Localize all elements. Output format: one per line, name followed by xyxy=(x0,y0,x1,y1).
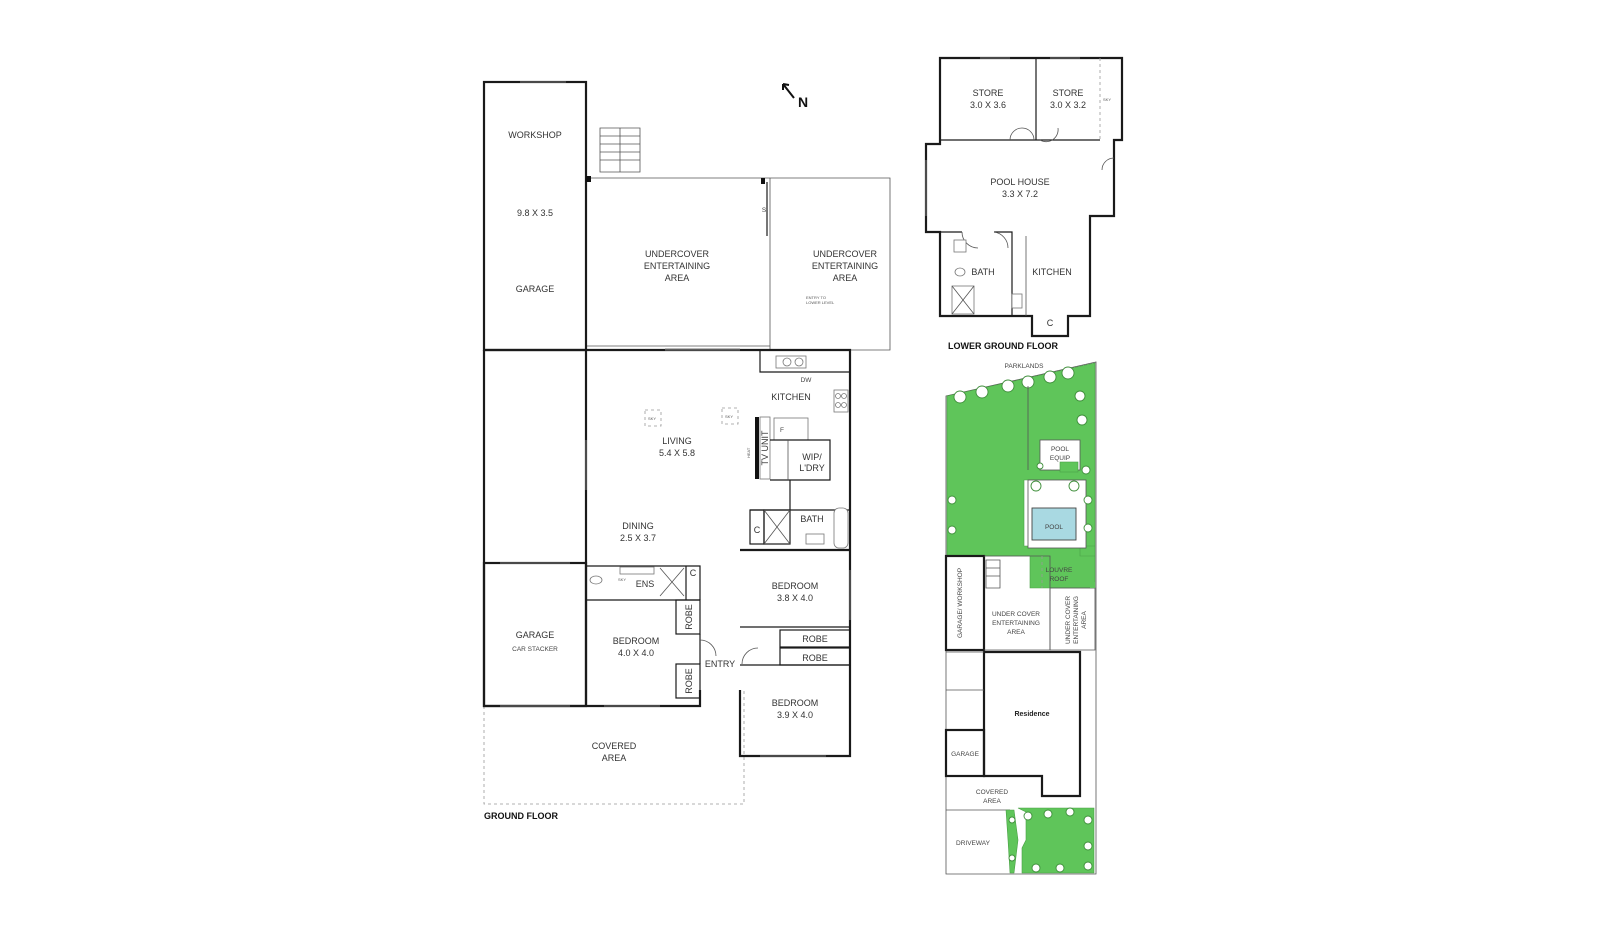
site-driveway: DRIVEWAY xyxy=(956,840,991,847)
stairs-icon xyxy=(599,127,641,173)
s-mark: S xyxy=(762,207,767,214)
sky-label-1: SKY xyxy=(648,416,656,421)
sky-label-3: SKY xyxy=(618,577,626,582)
front-tree-icons xyxy=(1008,807,1093,873)
lg-room-store-1-dims: 3.0 X 3.6 xyxy=(970,100,1006,110)
ground-floor-title: GROUND FLOOR xyxy=(484,811,558,821)
lg-room-store-2: STORE xyxy=(1053,88,1084,98)
tv-unit-label: TV UNIT xyxy=(760,430,770,466)
lower-ground-floor-title: LOWER GROUND FLOOR xyxy=(948,341,1058,351)
site-under-cover-v2: ENTERTAINING xyxy=(1073,596,1080,644)
room-undercover-2-l3: AREA xyxy=(833,273,858,283)
lg-room-store-1: STORE xyxy=(973,88,1004,98)
room-garage-front: GARAGE xyxy=(516,630,555,640)
site-covered-l2: AREA xyxy=(983,798,1001,805)
room-undercover-1-l1: UNDERCOVER xyxy=(645,249,710,259)
robe-label-1: ROBE xyxy=(684,604,694,630)
lower-ground-floor-plan xyxy=(924,56,1124,338)
lg-room-kitchen: KITCHEN xyxy=(1032,267,1072,277)
site-under-cover-l2: ENTERTAINING xyxy=(992,620,1040,627)
robe-label-2: ROBE xyxy=(684,668,694,694)
room-workshop-dims: 9.8 X 3.5 xyxy=(517,208,553,218)
cupboard-label-2: C xyxy=(690,568,697,578)
north-arrow-icon xyxy=(782,83,795,99)
site-louvre-l2: ROOF xyxy=(1050,576,1069,583)
room-wip-l2: L'DRY xyxy=(799,463,825,473)
site-garage: GARAGE xyxy=(951,751,979,758)
stairs-note-l2: LOWER LEVEL xyxy=(806,300,835,305)
room-workshop: WORKSHOP xyxy=(508,130,562,140)
lg-cupboard-label: C xyxy=(1047,318,1054,328)
room-wip-l1: WIP/ xyxy=(802,452,822,462)
site-pool-equip-l2: EQUIP xyxy=(1050,455,1070,462)
robe-label-4: ROBE xyxy=(802,653,828,663)
site-under-cover-v3: AREA xyxy=(1081,610,1088,628)
room-entry: ENTRY xyxy=(705,659,735,669)
site-under-cover-l1: UNDER COVER xyxy=(992,611,1040,618)
room-kitchen: KITCHEN xyxy=(771,392,811,402)
room-bedroom-3: BEDROOM xyxy=(772,698,819,708)
room-undercover-1-l2: ENTERTAINING xyxy=(644,261,710,271)
car-stacker-label: CAR STACKER xyxy=(512,646,558,653)
room-garage-back: GARAGE xyxy=(516,284,555,294)
room-dining: DINING xyxy=(622,521,654,531)
cupboard-label-1: C xyxy=(754,525,761,535)
fridge-label: F xyxy=(780,427,784,434)
site-under-cover-v1: UNDER COVER xyxy=(1065,596,1072,644)
room-undercover-1-l3: AREA xyxy=(665,273,690,283)
site-under-cover-l3: AREA xyxy=(1007,629,1025,636)
room-undercover-2-l2: ENTERTAINING xyxy=(812,261,878,271)
room-bath: BATH xyxy=(800,514,823,524)
room-bedroom-2-dims: 4.0 X 4.0 xyxy=(618,648,654,658)
north-label: N xyxy=(798,94,808,110)
site-louvre-l1: LOUVRE xyxy=(1046,567,1073,574)
lg-sky-label: SKY xyxy=(1103,97,1111,102)
lg-room-store-2-dims: 3.0 X 3.2 xyxy=(1050,100,1086,110)
room-bedroom-1-dims: 3.8 X 4.0 xyxy=(777,593,813,603)
room-bedroom-3-dims: 3.9 X 4.0 xyxy=(777,710,813,720)
stairs-note-l1: ENTRY TO xyxy=(806,295,826,300)
sky-label-2: SKY xyxy=(725,414,733,419)
ground-floor-plan xyxy=(482,80,891,805)
room-dining-dims: 2.5 X 3.7 xyxy=(620,533,656,543)
site-covered-l1: COVERED xyxy=(976,789,1008,796)
heat-label: HEAT xyxy=(746,447,751,458)
room-covered-l2: AREA xyxy=(602,753,627,763)
dishwasher-label: DW xyxy=(801,377,813,384)
site-pool-equip-l1: POOL xyxy=(1051,446,1069,453)
room-ensuite: ENS xyxy=(636,579,655,589)
room-bedroom-1: BEDROOM xyxy=(772,581,819,591)
room-living: LIVING xyxy=(662,436,692,446)
lg-room-bath: BATH xyxy=(971,267,994,277)
tree-icons xyxy=(947,366,1093,535)
site-parklands: PARKLANDS xyxy=(1005,363,1045,370)
site-plan xyxy=(944,361,1097,875)
room-living-dims: 5.4 X 5.8 xyxy=(659,448,695,458)
robe-label-3: ROBE xyxy=(802,634,828,644)
site-residence: Residence xyxy=(1014,711,1049,718)
site-garage-workshop: GARAGE/ WORKSHOP xyxy=(957,568,964,638)
site-pool: POOL xyxy=(1045,524,1063,531)
room-bedroom-2: BEDROOM xyxy=(613,636,660,646)
lg-room-pool-house-dims: 3.3 X 7.2 xyxy=(1002,189,1038,199)
lg-room-pool-house: POOL HOUSE xyxy=(990,177,1049,187)
room-covered-l1: COVERED xyxy=(592,741,637,751)
room-undercover-2-l1: UNDERCOVER xyxy=(813,249,878,259)
